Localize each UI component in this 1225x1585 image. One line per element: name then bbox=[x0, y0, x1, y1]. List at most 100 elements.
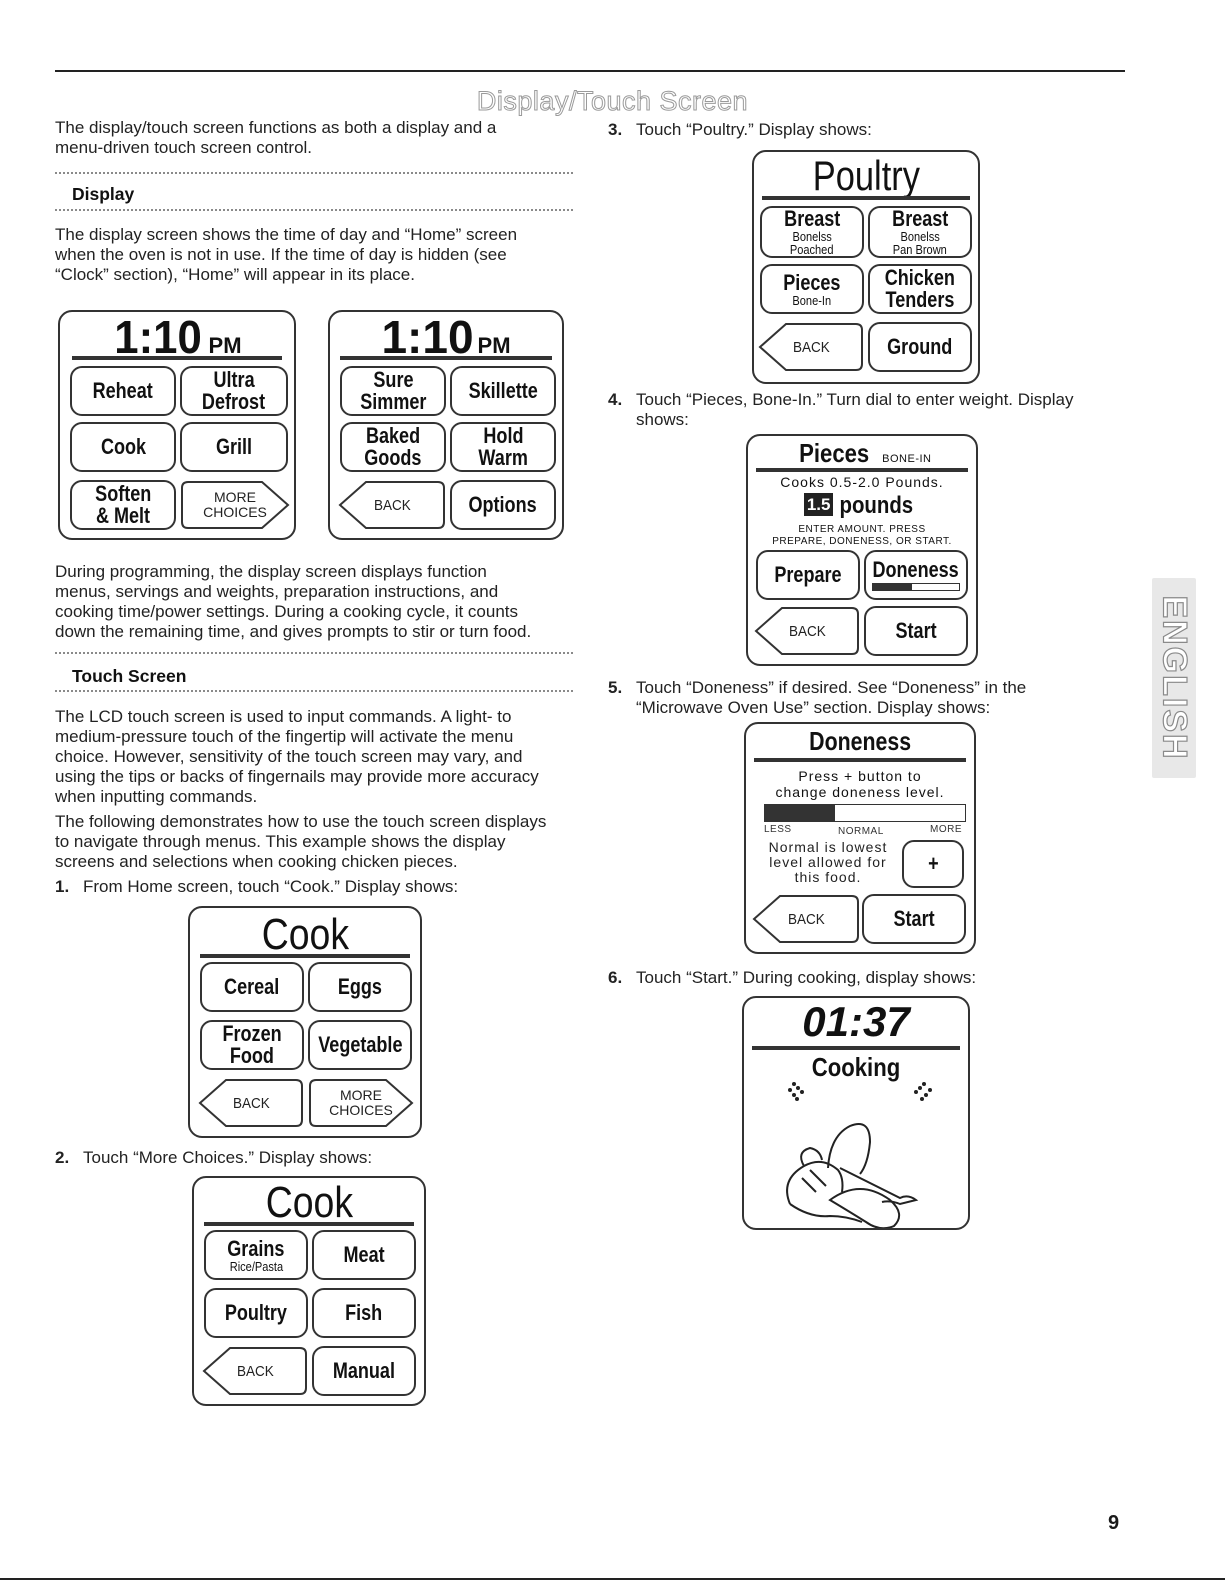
label: Breast bbox=[891, 206, 949, 231]
text-line: down the remaining time, and gives promp… bbox=[55, 622, 532, 641]
instruction-1: ENTER AMOUNT. PRESS bbox=[798, 524, 926, 535]
time-value: 1:10 bbox=[381, 311, 474, 363]
eggs-button[interactable]: Eggs bbox=[308, 962, 412, 1012]
label: Ground bbox=[887, 334, 953, 359]
doneness-button[interactable]: Doneness bbox=[864, 550, 968, 600]
normal-note: Normal is lowest level allowed for this … bbox=[758, 840, 898, 885]
label: BACK bbox=[787, 910, 825, 928]
label: Tenders bbox=[885, 287, 955, 312]
label: Skillette bbox=[468, 378, 538, 403]
fish-button[interactable]: Fish bbox=[312, 1288, 416, 1338]
step-5: 5.Touch “Doneness” if desired. See “Done… bbox=[608, 678, 1026, 718]
intro-text: The display/touch screen functions as bo… bbox=[55, 118, 497, 157]
doneness-title: Doneness bbox=[746, 726, 974, 757]
step-number: 5. bbox=[608, 678, 623, 697]
label: Breast bbox=[783, 206, 841, 231]
reheat-button[interactable]: Reheat bbox=[70, 366, 176, 416]
page-number: 9 bbox=[1108, 1512, 1120, 1534]
instruction-2: PREPARE, DONENESS, OR START. bbox=[772, 536, 952, 547]
title-text: Cook bbox=[261, 910, 349, 959]
poultry-title: Poultry bbox=[754, 152, 978, 200]
grill-button[interactable]: Grill bbox=[180, 422, 288, 472]
skillette-button[interactable]: Skillette bbox=[450, 366, 556, 416]
cereal-button[interactable]: Cereal bbox=[200, 962, 304, 1012]
top-rule bbox=[55, 70, 1125, 72]
sublabel: Bonelss bbox=[900, 229, 940, 244]
label: Ultra bbox=[213, 367, 255, 392]
back-button[interactable]: BACK bbox=[198, 1078, 304, 1128]
text-line: Normal is lowest bbox=[768, 839, 888, 855]
title-suffix: BONE-IN bbox=[882, 453, 932, 465]
label: Simmer bbox=[359, 389, 427, 414]
text-line: The following demonstrates how to use th… bbox=[55, 812, 547, 831]
title-text: Doneness bbox=[809, 726, 911, 756]
step-text: From Home screen, touch “Cook.” Display … bbox=[83, 877, 459, 896]
title-bar bbox=[756, 468, 968, 472]
back-button[interactable]: BACK bbox=[758, 322, 864, 372]
cook-button[interactable]: Cook bbox=[70, 422, 176, 472]
title-bar bbox=[72, 356, 282, 360]
plus-button[interactable]: + bbox=[902, 840, 964, 888]
title-bar bbox=[340, 356, 552, 360]
cook2-title: Cook bbox=[194, 1178, 424, 1228]
ground-button[interactable]: Ground bbox=[868, 322, 972, 372]
plus-icon: + bbox=[927, 851, 939, 876]
page-title: Display/Touch Screen bbox=[476, 86, 749, 117]
label: Grains bbox=[227, 1235, 285, 1261]
label: Warm bbox=[478, 445, 528, 470]
meat-button[interactable]: Meat bbox=[312, 1230, 416, 1280]
countdown-time: 01:37 bbox=[802, 998, 910, 1045]
language-side-tab: ENGLISH bbox=[1152, 578, 1196, 778]
back-button[interactable]: BACK bbox=[754, 606, 860, 656]
less-label: LESS bbox=[764, 824, 792, 835]
label: BACK bbox=[792, 338, 830, 356]
label: MORE bbox=[340, 1086, 382, 1103]
arrow-left-shape-icon bbox=[198, 1079, 303, 1127]
title-text: Pieces bbox=[798, 438, 869, 468]
back-button[interactable]: BACK bbox=[338, 480, 446, 530]
sublabel: Pan Brown bbox=[892, 242, 948, 257]
back-button[interactable]: BACK bbox=[202, 1346, 308, 1396]
display-rule-bottom bbox=[55, 209, 573, 214]
arrow-left-shape-icon bbox=[202, 1347, 307, 1395]
label: Frozen bbox=[222, 1021, 282, 1046]
manual-button[interactable]: Manual bbox=[312, 1346, 416, 1396]
back-button[interactable]: BACK bbox=[752, 894, 860, 944]
start-button[interactable]: Start bbox=[864, 606, 968, 656]
options-button[interactable]: Options bbox=[450, 480, 556, 530]
text-line: when inputting commands. bbox=[55, 787, 258, 806]
prepare-button[interactable]: Prepare bbox=[756, 550, 860, 600]
poultry-button[interactable]: Poultry bbox=[204, 1288, 308, 1338]
start-button[interactable]: Start bbox=[862, 894, 966, 944]
label: Poultry bbox=[224, 1300, 288, 1325]
text-line: choice. However, sensitivity of the touc… bbox=[55, 747, 523, 766]
label: Food bbox=[229, 1043, 275, 1068]
label: Goods bbox=[364, 445, 422, 470]
label: Pieces bbox=[783, 269, 841, 295]
label: BACK bbox=[373, 496, 411, 514]
arrow-right-shape-icon bbox=[309, 1079, 414, 1127]
step-6: 6.Touch “Start.” During cooking, display… bbox=[608, 968, 976, 988]
step-number: 2. bbox=[55, 1148, 70, 1167]
soften-melt-button[interactable]: Soften& Melt bbox=[70, 480, 176, 530]
title-bar bbox=[204, 1222, 414, 1226]
cooking-label: Cooking bbox=[744, 1052, 968, 1083]
label: Eggs bbox=[337, 974, 383, 999]
vegetable-button[interactable]: Vegetable bbox=[308, 1020, 412, 1070]
sublabel: Bonelss bbox=[792, 229, 832, 244]
text-line: this food. bbox=[794, 869, 862, 885]
label: Start bbox=[895, 618, 937, 643]
